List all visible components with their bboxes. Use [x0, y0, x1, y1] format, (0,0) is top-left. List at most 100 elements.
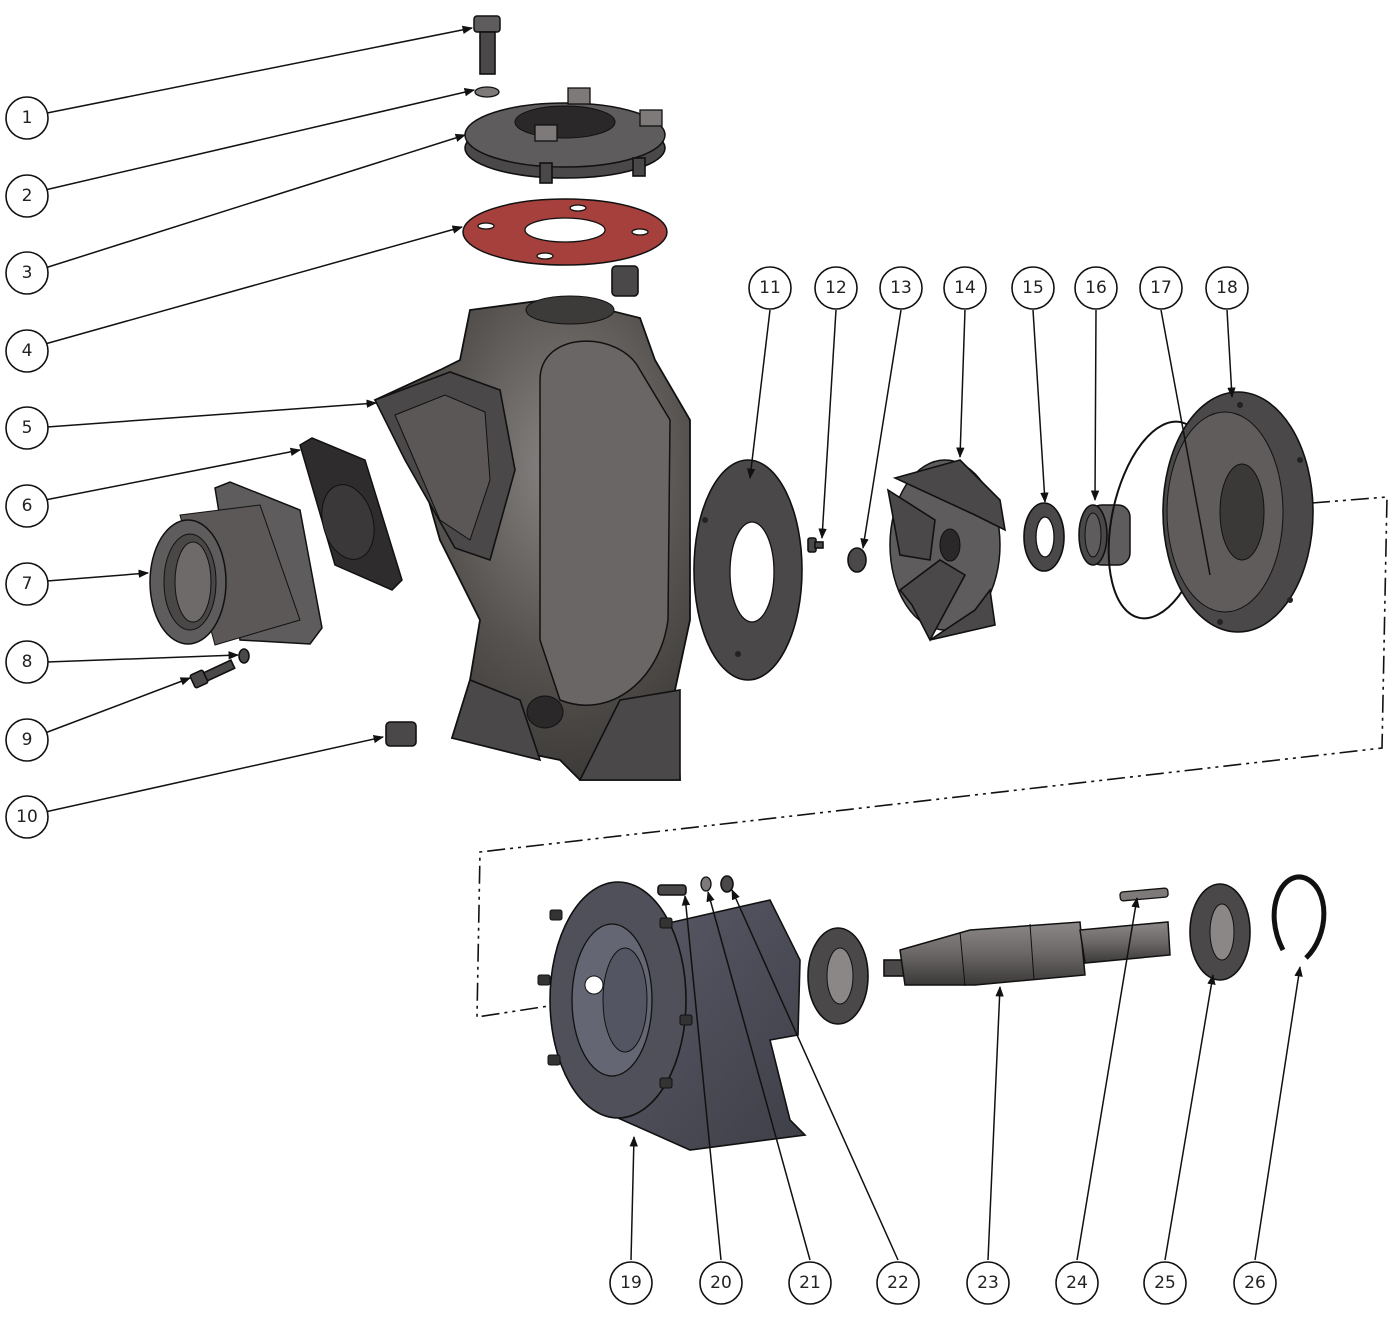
- leader-14: [956, 309, 966, 459]
- leader-2: [44, 88, 476, 191]
- svg-text:13: 13: [890, 278, 912, 298]
- part-26-retaining-ring: [1271, 874, 1327, 960]
- callout-8[interactable]: 8: [5, 640, 49, 684]
- svg-text:25: 25: [1154, 1273, 1176, 1293]
- part-5-casing: [373, 295, 691, 781]
- part-24-key: [1119, 887, 1169, 902]
- svg-text:19: 19: [620, 1273, 642, 1293]
- callout-24[interactable]: 24: [1055, 1261, 1099, 1305]
- svg-text:23: 23: [977, 1273, 999, 1293]
- callout-1[interactable]: 1: [5, 96, 49, 140]
- part-20-stud: [657, 884, 687, 896]
- svg-text:4: 4: [22, 341, 33, 361]
- leader-9: [44, 677, 191, 734]
- leader-22: [731, 889, 899, 1261]
- part-9-bolt: [189, 658, 236, 689]
- leader-21: [706, 890, 811, 1261]
- leader-3: [44, 133, 467, 269]
- assembly-centerline: [476, 496, 1388, 1018]
- part-13-impeller-nut: [847, 547, 867, 573]
- part-10-drain-plug: [385, 721, 417, 747]
- svg-text:6: 6: [22, 496, 33, 516]
- svg-text:11: 11: [759, 278, 781, 298]
- part-16-mechanical-seal: [1078, 504, 1131, 566]
- part-19-bearing-bracket: [537, 881, 807, 1151]
- part-22-nut: [720, 875, 734, 893]
- callout-5[interactable]: 5: [5, 406, 49, 450]
- part-4-gasket: [462, 198, 668, 266]
- part-12-screw: [807, 537, 824, 553]
- callout-22[interactable]: 22: [876, 1261, 920, 1305]
- callout-26[interactable]: 26: [1233, 1261, 1277, 1305]
- part-21-washer: [700, 876, 712, 892]
- leader-10: [44, 734, 385, 813]
- callout-2[interactable]: 2: [5, 174, 49, 218]
- leader-7: [46, 569, 150, 582]
- leader-20: [681, 894, 722, 1261]
- svg-text:2: 2: [22, 186, 33, 206]
- callout-10[interactable]: 10: [5, 795, 49, 839]
- callout-18[interactable]: 18: [1205, 266, 1249, 310]
- svg-text:12: 12: [825, 278, 847, 298]
- leader-13: [860, 309, 902, 550]
- callout-16[interactable]: 16: [1074, 266, 1118, 310]
- part-14-impeller: [886, 459, 1007, 642]
- callout-15[interactable]: 15: [1011, 266, 1055, 310]
- svg-text:21: 21: [799, 1273, 821, 1293]
- callout-7[interactable]: 7: [5, 562, 49, 606]
- callout-20[interactable]: 20: [699, 1261, 743, 1305]
- callout-21[interactable]: 21: [788, 1261, 832, 1305]
- svg-text:26: 26: [1244, 1273, 1266, 1293]
- part-fill-plug: [611, 265, 639, 297]
- callout-9[interactable]: 9: [5, 718, 49, 762]
- leader-lines: [44, 25, 1303, 1261]
- svg-text:3: 3: [22, 263, 33, 283]
- leader-8: [46, 651, 240, 663]
- leader-24: [1076, 896, 1140, 1261]
- callout-13[interactable]: 13: [879, 266, 923, 310]
- callout-6[interactable]: 6: [5, 484, 49, 528]
- part-15-shim-washer: [1023, 502, 1065, 572]
- leader-12: [818, 309, 837, 540]
- callout-25[interactable]: 25: [1143, 1261, 1187, 1305]
- leader-19: [629, 1135, 638, 1261]
- part-18-seal-plate: [1162, 391, 1314, 633]
- leader-17: [1160, 309, 1211, 576]
- part-bearing-inner: [807, 927, 869, 1025]
- callout-12[interactable]: 12: [814, 266, 858, 310]
- svg-text:20: 20: [710, 1273, 732, 1293]
- leader-4: [44, 225, 464, 345]
- leader-15: [1032, 309, 1049, 504]
- leader-25: [1164, 973, 1216, 1261]
- svg-text:15: 15: [1022, 278, 1044, 298]
- callout-19[interactable]: 19: [609, 1261, 653, 1305]
- leader-16: [1090, 309, 1100, 502]
- part-6-check-valve: [299, 437, 403, 591]
- part-25-bearing: [1189, 883, 1251, 981]
- callout-14[interactable]: 14: [943, 266, 987, 310]
- callout-4[interactable]: 4: [5, 329, 49, 373]
- callout-3[interactable]: 3: [5, 251, 49, 295]
- leader-23: [987, 985, 1004, 1261]
- parts-layer: [149, 15, 1388, 1151]
- callouts: 1 2 3 4 5 6 7 8 9 10 11 12 13 14 15 16 1…: [5, 96, 1277, 1305]
- svg-text:17: 17: [1150, 278, 1172, 298]
- svg-text:9: 9: [22, 730, 33, 750]
- svg-text:1: 1: [22, 108, 33, 128]
- part-1-bolt: [473, 15, 501, 75]
- callout-17[interactable]: 17: [1139, 266, 1183, 310]
- part-7-suction-elbow: [149, 481, 323, 646]
- part-11-wear-plate: [693, 459, 803, 681]
- callout-23[interactable]: 23: [966, 1261, 1010, 1305]
- part-3-suction-flange: [464, 87, 666, 184]
- part-2-washer: [474, 86, 500, 98]
- leader-26: [1254, 965, 1303, 1261]
- svg-text:16: 16: [1085, 278, 1107, 298]
- svg-text:24: 24: [1066, 1273, 1088, 1293]
- leader-5: [46, 399, 378, 428]
- leader-18: [1226, 309, 1236, 399]
- part-23-shaft: [883, 921, 1171, 987]
- callout-11[interactable]: 11: [748, 266, 792, 310]
- svg-text:7: 7: [22, 574, 33, 594]
